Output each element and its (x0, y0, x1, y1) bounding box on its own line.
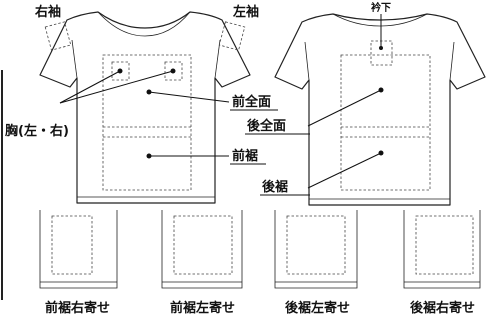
label-chest: 胸(左・右) (5, 123, 69, 139)
hem-panels (39, 210, 481, 289)
front-tshirt (39, 11, 251, 204)
label-front-full: 前全面 (232, 94, 271, 110)
hem-panel-back-left (274, 210, 358, 289)
label-hem-front-right: 前裾右寄せ (45, 300, 110, 316)
left-sleeve-area (218, 21, 246, 51)
label-right-sleeve: 右袖 (34, 4, 61, 20)
right-sleeve-area (44, 21, 72, 51)
label-hem-back-right: 後裾右寄せ (410, 300, 475, 316)
back-tshirt (274, 13, 486, 206)
chest-right-area (111, 61, 130, 81)
hem-panel-back-right (403, 210, 481, 289)
label-back-hem: 後裾 (262, 179, 288, 195)
hem-panel-front-right (39, 210, 118, 289)
front-full-area (102, 54, 192, 191)
label-front-hem: 前裾 (232, 148, 258, 164)
chest-left-area (164, 61, 183, 81)
label-hem-front-left: 前裾左寄せ (170, 300, 235, 316)
label-collar-under: 衿下 (371, 1, 391, 14)
label-hem-back-left: 後裾左寄せ (285, 300, 350, 316)
label-back-full: 後全面 (247, 118, 286, 134)
back-full-area (340, 54, 431, 191)
label-left-sleeve: 左袖 (233, 4, 259, 20)
hem-panel-front-left (161, 210, 243, 289)
